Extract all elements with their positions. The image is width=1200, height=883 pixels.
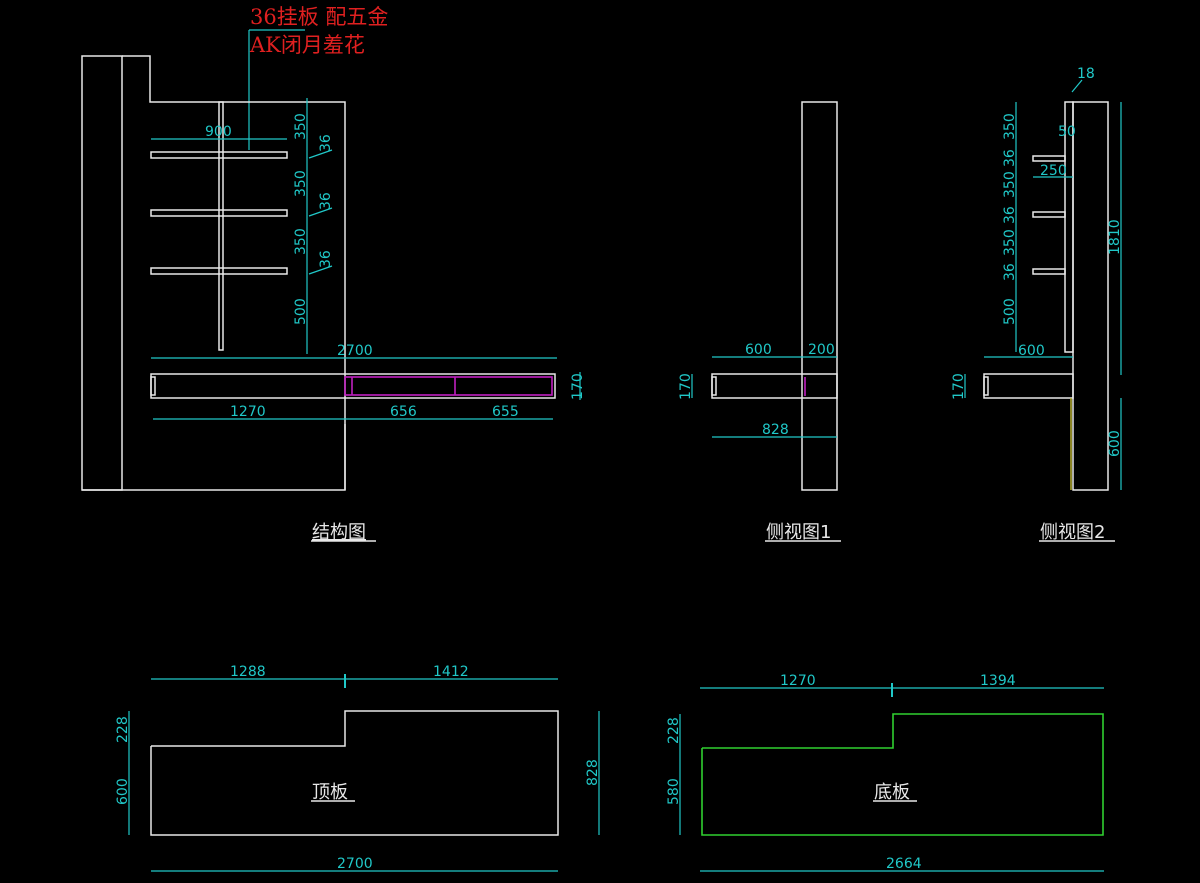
dim-thick3: 36 — [318, 250, 334, 268]
dim-shelf-depth: 250 — [1040, 163, 1067, 179]
structure-view: 900 350 350 350 500 36 36 36 2700 170 12… — [81, 55, 586, 543]
dim-v-350c: 350 — [1002, 229, 1018, 256]
vertical-panel — [218, 101, 224, 351]
dim-cabinet-total: 2700 — [337, 343, 373, 359]
view-title-structure: 结构图 — [312, 522, 366, 543]
dim-sec3: 655 — [492, 404, 519, 420]
dim-v2: 350 — [293, 170, 309, 197]
leader — [308, 265, 333, 275]
dim-panel-thickness: 18 — [1077, 66, 1095, 82]
top-board-view: 1288 1412 228 600 828 2700 顶板 — [115, 664, 601, 872]
dim-step: 228 — [115, 716, 131, 743]
bottom-board-view: 1270 1394 228 580 2664 底板 — [666, 673, 1104, 872]
dim-shelf-width: 900 — [205, 124, 232, 140]
dim-v3: 350 — [293, 228, 309, 255]
shelf-side-3 — [1032, 268, 1066, 275]
wall-outline — [82, 55, 346, 491]
back-panel — [1064, 101, 1074, 353]
dim-sec2: 656 — [390, 404, 417, 420]
leader — [1071, 79, 1083, 93]
shelf-3 — [150, 267, 288, 275]
dim-v-36b: 36 — [1002, 206, 1018, 224]
leader — [308, 207, 333, 217]
dim-right-depth: 828 — [585, 759, 601, 786]
cabinet-end — [711, 376, 717, 396]
cabinet-end — [983, 376, 989, 396]
dim-top-left: 1270 — [780, 673, 816, 689]
dim-total: 2700 — [337, 856, 373, 872]
shelf-side-1 — [1032, 155, 1066, 162]
dim-sec1: 1270 — [230, 404, 266, 420]
dim-left-depth: 600 — [115, 778, 131, 805]
dim-v-36c: 36 — [1002, 263, 1018, 281]
dim-thick2: 36 — [318, 192, 334, 210]
top-board-outline — [150, 710, 559, 836]
bottom-board-outline — [701, 713, 1104, 836]
dim-v-36a: 36 — [1002, 149, 1018, 167]
annotation-line1: 36挂板 配五金 — [250, 5, 388, 29]
view-title-side1: 侧视图1 — [766, 522, 831, 543]
shelf-1 — [150, 151, 288, 159]
dim-cabinet-height: 170 — [570, 373, 586, 400]
board-title-bottom: 底板 — [874, 782, 910, 803]
dim-height: 170 — [678, 373, 694, 400]
dim-wall-part: 200 — [808, 342, 835, 358]
dim-top-right: 1394 — [980, 673, 1016, 689]
dim-total-height: 1810 — [1107, 219, 1123, 255]
dim-v4: 500 — [293, 298, 309, 325]
dim-total: 2664 — [886, 856, 922, 872]
dim-gap: 50 — [1058, 124, 1076, 140]
dim-cabinet-height: 170 — [951, 373, 967, 400]
cabinet-end — [150, 376, 156, 396]
dim-top-left: 1288 — [230, 664, 266, 680]
dim-depth: 600 — [745, 342, 772, 358]
dim-top-right: 1412 — [433, 664, 469, 680]
side-view-2: 18 50 250 350 36 350 36 350 36 500 1810 … — [951, 66, 1123, 543]
dim-thick1: 36 — [318, 134, 334, 152]
annotation: 36挂板 配五金 AK闭月羞花 — [248, 5, 388, 150]
side-view-1: 600 200 170 828 侧视图1 — [678, 101, 841, 543]
shelf-2 — [150, 209, 288, 217]
dim-v-350a: 350 — [1002, 113, 1018, 140]
dim-v-500: 500 — [1002, 298, 1018, 325]
dim-v1: 350 — [293, 113, 309, 140]
cabinet-side — [711, 373, 838, 399]
dim-step: 228 — [666, 717, 682, 744]
concrete-wall — [81, 55, 123, 491]
dim-v-350b: 350 — [1002, 171, 1018, 198]
board-title-top: 顶板 — [312, 782, 348, 803]
view-title-side2: 侧视图2 — [1040, 522, 1105, 543]
concrete-wall — [1072, 101, 1109, 491]
dim-total: 828 — [762, 422, 789, 438]
dim-lower-height: 600 — [1107, 430, 1123, 457]
annotation-line2: AK闭月羞花 — [249, 33, 365, 57]
dim-left-depth: 580 — [666, 778, 682, 805]
dim-cabinet-depth: 600 — [1018, 343, 1045, 359]
leader — [308, 149, 333, 159]
concrete-wall — [801, 101, 838, 491]
cabinet-side — [983, 373, 1074, 399]
drawer-frame — [344, 376, 553, 396]
shelf-side-2 — [1032, 211, 1066, 218]
